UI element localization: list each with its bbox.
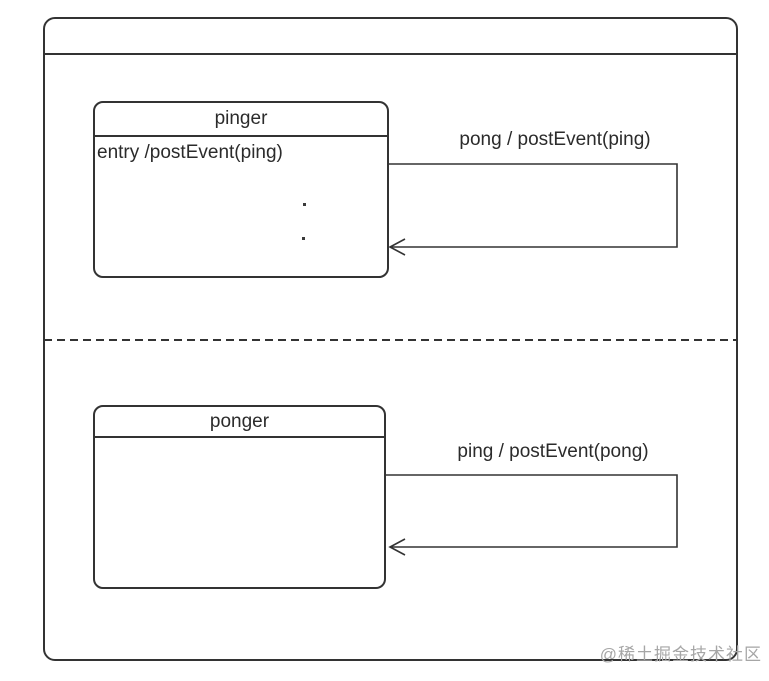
state-ponger-body: [95, 438, 384, 443]
state-pinger-entry-action: entry /postEvent(ping): [97, 142, 283, 163]
state-ponger-title: ponger: [95, 407, 384, 438]
ponger-transition-label: ping / postEvent(pong): [457, 441, 649, 462]
state-pinger-title: pinger: [95, 103, 387, 137]
ellipsis-dot: [303, 203, 306, 206]
ellipsis-dot: [302, 237, 305, 240]
pinger-transition-label: pong / postEvent(ping): [459, 129, 651, 150]
watermark-text: @稀土掘金技术社区: [599, 645, 762, 664]
state-ponger: ponger: [93, 405, 386, 589]
state-pinger: pinger entry /postEvent(ping): [93, 101, 389, 278]
composite-state-title-compartment: [45, 19, 736, 55]
